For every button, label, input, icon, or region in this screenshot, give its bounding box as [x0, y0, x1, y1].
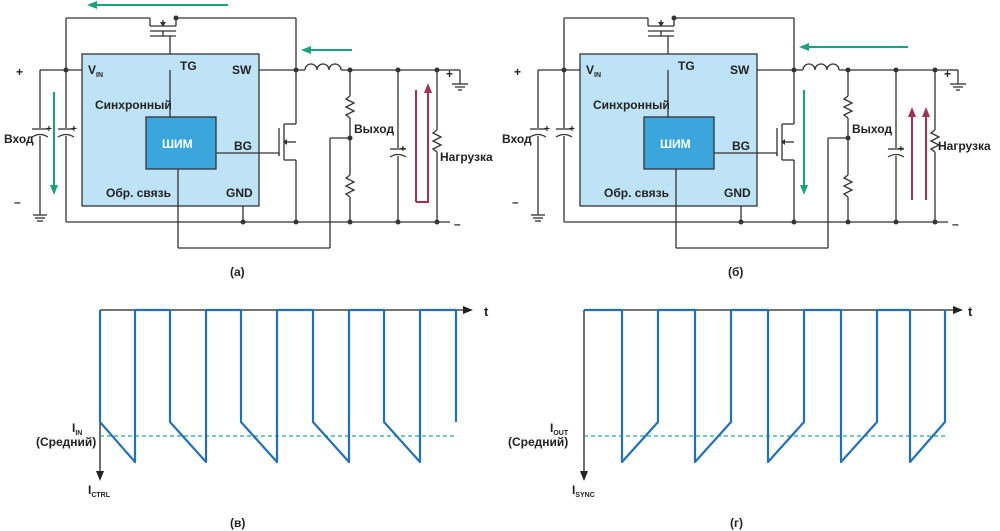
svg-text:+: +: [569, 124, 575, 135]
output-plus-sign: +: [944, 67, 951, 81]
caption-a: (а): [230, 265, 245, 279]
current-waveform: [584, 308, 947, 464]
average-label: IOUT: [550, 421, 569, 437]
gnd-pin-label: GND: [724, 186, 751, 200]
svg-text:+: +: [400, 144, 406, 155]
caption-d: (г): [730, 516, 743, 530]
feedback-label: Обр. связь: [106, 186, 171, 200]
svg-text:+: +: [71, 124, 77, 135]
average-note: (Средний): [36, 435, 96, 449]
input-minus-sign: –: [14, 195, 21, 209]
current-axis-label: ICTRL: [88, 483, 111, 499]
time-axis-label: t: [968, 304, 973, 319]
svg-text:+: +: [544, 124, 550, 135]
caption-b: (б): [728, 265, 743, 279]
svg-text:+: +: [898, 144, 904, 155]
gnd-pin-label: GND: [226, 186, 253, 200]
output-minus-sign: –: [454, 217, 461, 231]
sync-label: Синхронный: [593, 98, 670, 112]
input-plus-sign: +: [514, 65, 521, 79]
waveform-c-plot: t IIN (Средний) ICTRL (в): [36, 304, 489, 530]
tg-pin-label: TG: [180, 59, 197, 73]
input-plus-sign: +: [16, 65, 23, 79]
sw-pin-label: SW: [730, 63, 750, 77]
circuit-a-diagram: + – Вход + + VIN TG SW Синхронный ШИМ BG…: [4, 1, 493, 279]
load-label: Нагрузка: [440, 150, 493, 164]
svg-text:+: +: [46, 124, 52, 135]
current-loop-arrow: [416, 83, 432, 203]
output-label: Выход: [354, 122, 394, 136]
caption-c: (в): [230, 516, 245, 530]
input-label: Вход: [502, 132, 532, 146]
average-label: IIN: [72, 421, 82, 437]
pwm-label: ШИМ: [162, 137, 193, 151]
input-minus-sign: –: [512, 195, 519, 209]
pwm-label: ШИМ: [660, 137, 691, 151]
output-label: Выход: [852, 122, 892, 136]
sync-label: Синхронный: [95, 98, 172, 112]
bg-pin-label: BG: [732, 139, 750, 153]
vin-pin-label: VIN: [586, 63, 601, 79]
circuit-b-diagram: + – Вход + + VIN TG SW Синхронный ШИМ BG…: [502, 14, 991, 279]
tg-pin-label: TG: [678, 59, 695, 73]
current-waveform: [98, 308, 458, 464]
average-note: (Средний): [508, 435, 568, 449]
current-axis-label: ISYNC: [572, 483, 595, 499]
output-plus-sign: +: [446, 67, 453, 81]
sw-pin-label: SW: [232, 63, 252, 77]
vin-pin-label: VIN: [88, 63, 103, 79]
time-axis-label: t: [484, 304, 489, 319]
feedback-label: Обр. связь: [604, 186, 669, 200]
input-label: Вход: [4, 132, 34, 146]
output-minus-sign: –: [952, 217, 959, 231]
waveform-d-plot: t IOUT (Средний) ISYNC (г): [508, 304, 973, 530]
bg-pin-label: BG: [234, 139, 252, 153]
load-label: Нагрузка: [938, 139, 991, 153]
